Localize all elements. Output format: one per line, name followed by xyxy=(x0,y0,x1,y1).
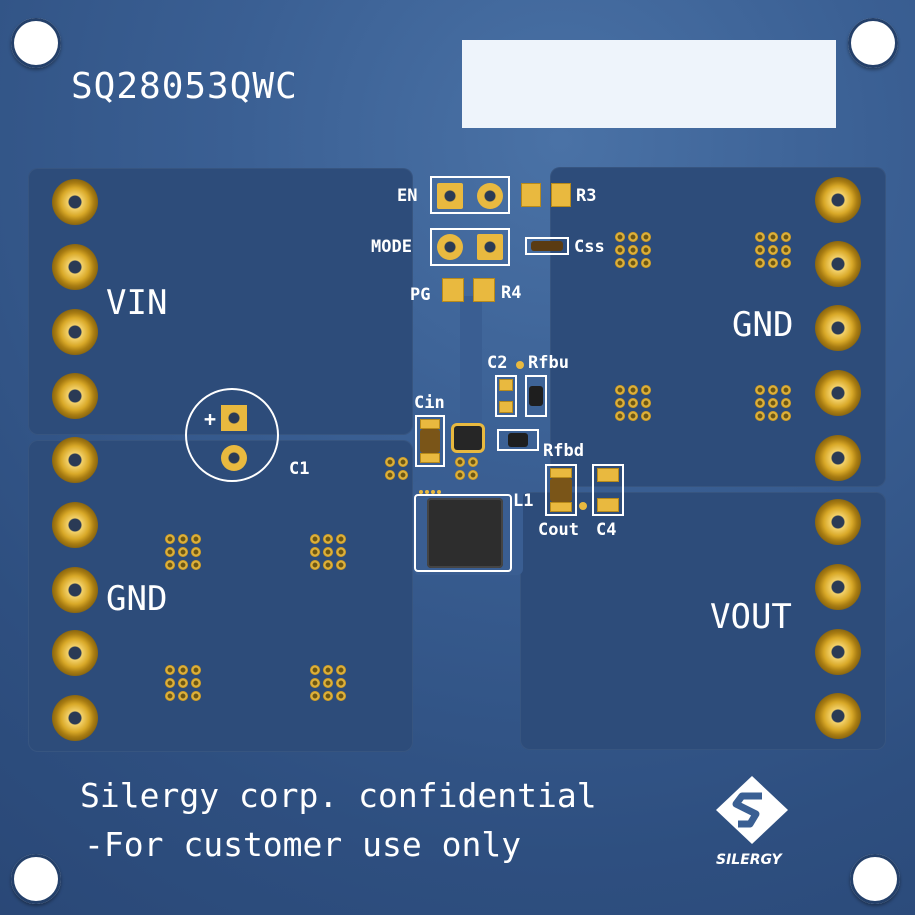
r4-pad xyxy=(473,278,495,302)
c2-label: C2 xyxy=(487,353,508,373)
en-jumper-pin[interactable] xyxy=(477,183,503,209)
mounting-hole-top-left xyxy=(11,18,61,68)
mounting-hole-bottom-left xyxy=(11,854,61,904)
c1-pin-positive xyxy=(221,405,247,431)
terminal-pin xyxy=(815,499,861,545)
terminal-pin xyxy=(52,630,98,676)
regulator-ic xyxy=(454,426,482,450)
via-cluster xyxy=(165,534,201,570)
via-cluster xyxy=(385,457,408,480)
rfbu-label: Rfbu xyxy=(528,353,569,373)
r3-pad xyxy=(521,183,541,207)
silergy-logo-text: SILERGY xyxy=(716,852,782,868)
c4-label: C4 xyxy=(596,520,617,540)
terminal-pin xyxy=(52,437,98,483)
vin-label: VIN xyxy=(106,283,168,323)
terminal-pin xyxy=(815,564,861,610)
via-cluster xyxy=(310,665,346,701)
rfbd-outline xyxy=(497,429,539,451)
cout-capacitor xyxy=(550,478,572,502)
cout-outline xyxy=(545,464,577,516)
terminal-pin xyxy=(52,502,98,548)
terminal-pin xyxy=(815,693,861,739)
pin1-marker xyxy=(579,502,587,510)
via-cluster xyxy=(310,534,346,570)
mode-jumper-outline xyxy=(430,228,510,266)
terminal-pin xyxy=(52,373,98,419)
cin-capacitor xyxy=(420,429,440,453)
pin1-marker xyxy=(516,361,524,369)
mode-label: MODE xyxy=(371,237,412,257)
c1-polarity-label: + xyxy=(204,407,217,431)
cout-pad xyxy=(550,468,572,478)
via-cluster xyxy=(165,665,201,701)
css-outline xyxy=(525,237,569,255)
r3-pad xyxy=(551,183,571,207)
css-label: Css xyxy=(574,237,605,257)
l1-inductor xyxy=(427,498,503,568)
cout-pad xyxy=(550,502,572,512)
confidential-line-1: Silergy corp. confidential xyxy=(80,776,597,815)
terminal-pin xyxy=(52,244,98,290)
vout-label: VOUT xyxy=(710,597,792,637)
css-capacitor xyxy=(531,241,563,251)
en-jumper-outline xyxy=(430,176,510,214)
c1-pin-negative xyxy=(221,445,247,471)
terminal-pin xyxy=(815,241,861,287)
l1-label: L1 xyxy=(513,491,534,511)
cin-outline xyxy=(415,415,445,467)
c1-outline xyxy=(185,388,279,482)
mode-jumper-pin[interactable] xyxy=(477,234,503,260)
blank-label-area xyxy=(462,40,836,128)
terminal-pin xyxy=(815,629,861,675)
c2-pad xyxy=(499,401,513,413)
gnd-right-label: GND xyxy=(732,305,794,345)
terminal-pin xyxy=(815,435,861,481)
via-cluster xyxy=(455,457,478,480)
c4-pad xyxy=(597,498,619,512)
terminal-pin xyxy=(815,370,861,416)
mounting-hole-top-right xyxy=(848,18,898,68)
c4-outline xyxy=(592,464,624,516)
c1-label: C1 xyxy=(289,459,310,479)
rfbu-outline xyxy=(525,375,547,417)
via-cluster xyxy=(615,232,651,268)
terminal-pin xyxy=(52,179,98,225)
cout-label: Cout xyxy=(538,520,579,540)
cin-pad xyxy=(420,453,440,463)
gnd-left-label: GND xyxy=(106,579,168,619)
en-jumper-pin[interactable] xyxy=(437,183,463,209)
confidential-line-2: -For customer use only xyxy=(84,825,522,864)
r3-label: R3 xyxy=(576,186,597,206)
rfbd-resistor xyxy=(508,433,528,447)
c2-pad xyxy=(499,379,513,391)
r4-label: R4 xyxy=(501,283,522,303)
c4-pad xyxy=(597,468,619,482)
rfbd-label: Rfbd xyxy=(543,441,584,461)
terminal-pin xyxy=(52,695,98,741)
terminal-pin xyxy=(815,177,861,223)
terminal-pin xyxy=(815,305,861,351)
terminal-pin xyxy=(52,567,98,613)
terminal-pin xyxy=(52,309,98,355)
c2-outline xyxy=(495,375,517,417)
cin-label: Cin xyxy=(414,393,445,413)
pin1-marker xyxy=(419,490,423,494)
signal-trace xyxy=(460,296,482,436)
r4-pad xyxy=(442,278,464,302)
silergy-logo xyxy=(716,776,788,844)
mounting-hole-bottom-right xyxy=(850,854,900,904)
via-cluster xyxy=(615,385,651,421)
cin-pad xyxy=(420,419,440,429)
via-cluster xyxy=(755,385,791,421)
en-label: EN xyxy=(397,186,418,206)
mode-jumper-pin[interactable] xyxy=(437,234,463,260)
l1-outline xyxy=(414,494,512,572)
part-number-label: SQ28053QWC xyxy=(71,66,298,107)
via-cluster xyxy=(755,232,791,268)
pg-label: PG xyxy=(410,285,431,305)
rfbu-resistor xyxy=(529,386,543,406)
